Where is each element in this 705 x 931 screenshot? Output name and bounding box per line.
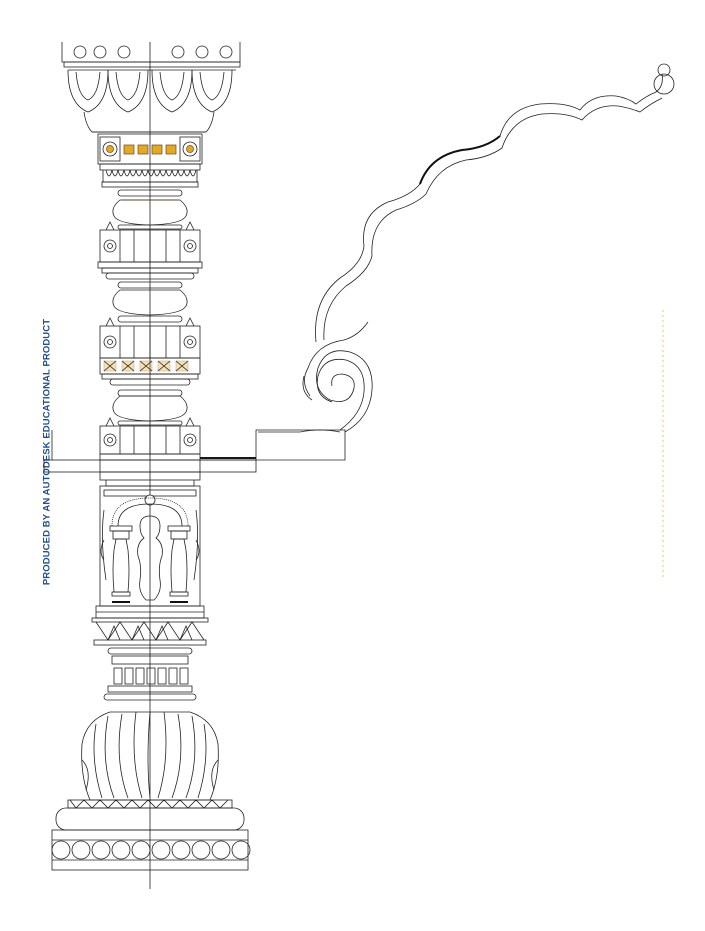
top-capital [61, 42, 241, 133]
zigzag-band [91, 617, 209, 701]
gold-ornament-band [97, 133, 203, 188]
cushion-ring-2 [112, 281, 188, 323]
niche-block-1 [97, 221, 203, 280]
arched-niche [95, 485, 205, 619]
lotus-base [51, 711, 251, 871]
cushion-ring-3 [112, 389, 188, 426]
scroll-arch-bracket [200, 63, 675, 461]
niche-block-2 [99, 317, 201, 386]
cushion-ring-1 [112, 189, 188, 230]
